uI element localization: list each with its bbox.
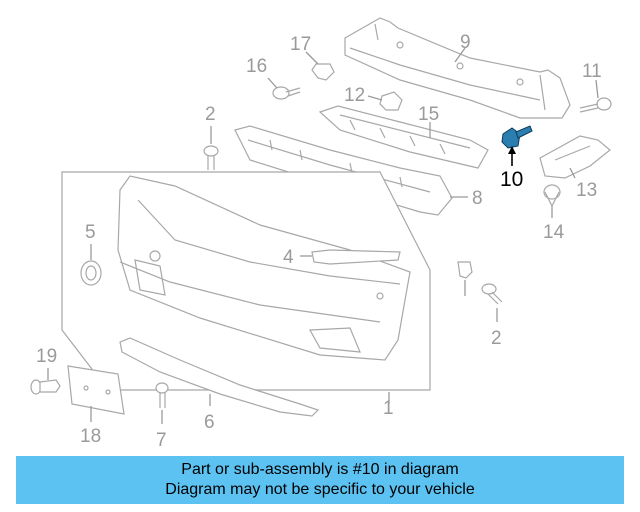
part-2-bolt-lower [481,283,503,305]
leader-16 [267,77,278,89]
callout-6: 6 [204,412,215,433]
callout-2b: 2 [491,328,502,349]
part-3-clip [457,261,473,279]
callout-10[interactable]: 10 [500,168,523,191]
leader-9 [454,47,466,63]
part-6-lower-spoiler [119,337,320,417]
part-2-bolt-upper [203,145,219,170]
part-15-bracket [318,105,489,169]
callout-7: 7 [156,430,167,451]
part-5-ring [80,260,102,286]
callout-14: 14 [543,222,565,243]
leader-11 [595,79,599,99]
part-7-screw [155,382,169,408]
callout-15: 15 [418,104,439,125]
banner-line-2: Diagram may not be specific to your vehi… [165,481,475,498]
callout-18: 18 [80,426,101,447]
part-4-trim-strip [311,249,401,265]
part-19-push-pin [30,379,61,395]
leader-12 [367,95,383,101]
part-9-reinforcement-beam [344,17,571,119]
callout-2a: 2 [205,104,216,125]
parts-diagram: 9 15 8 16 17 12 11 10 [30,17,612,451]
callout-19: 19 [36,346,57,367]
part-1-bumper-cover [117,175,411,361]
leader-17 [305,51,319,65]
part-13-side-bracket [539,135,611,179]
part-18-plate-bracket [67,365,125,415]
banner-line-1: Part or sub-assembly is #10 in diagram [181,461,459,478]
leader-10-arrow [508,146,516,154]
part-12-nut [379,91,403,111]
callout-12: 12 [344,85,365,106]
info-banner: Part or sub-assembly is #10 in diagram D… [16,456,624,504]
part-8-absorber [234,125,453,216]
callout-11: 11 [582,61,602,82]
part-11-bolt [579,97,612,113]
callout-16: 16 [246,56,267,77]
part-10-bolt-highlighted[interactable] [501,125,533,149]
leader-13 [569,167,576,179]
callout-9: 9 [460,32,471,53]
callout-1: 1 [383,398,394,419]
callout-5: 5 [85,222,96,243]
callout-4: 4 [283,247,294,268]
part-17-clip [311,63,335,81]
callout-13: 13 [576,180,597,201]
callout-17: 17 [290,34,311,55]
part-14-nut [543,184,561,208]
callout-8: 8 [472,188,483,209]
part-16-bolt [272,86,301,100]
